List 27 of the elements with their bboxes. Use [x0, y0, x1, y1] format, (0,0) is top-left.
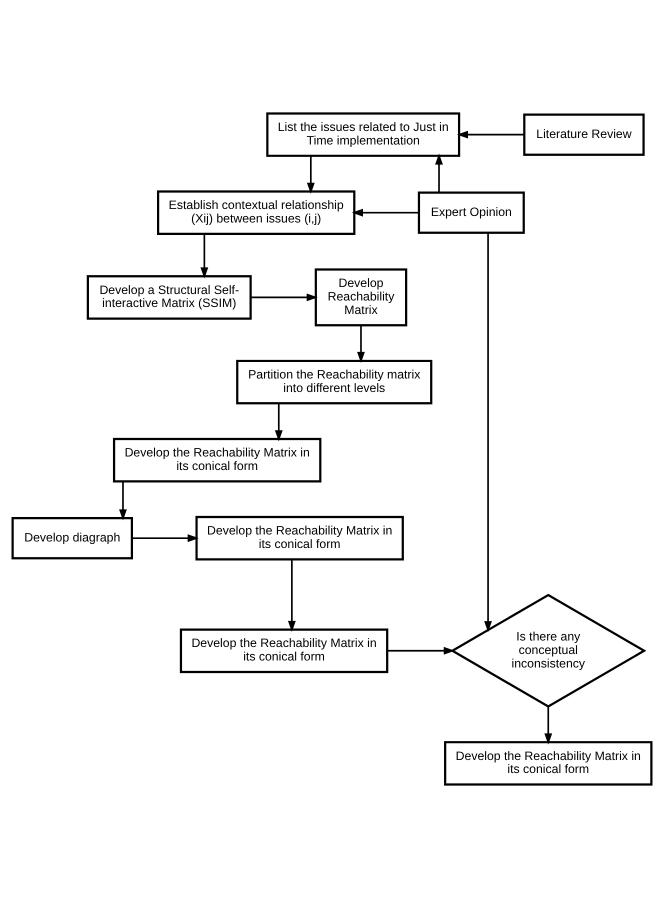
node-box: Literature Review — [523, 113, 645, 156]
node-box: Develop diagraph — [12, 517, 134, 560]
node-diamond: Is there any conceptual inconsistency — [450, 594, 646, 708]
node-box: Develop the Reachability Matrix in its conical form — [112, 438, 322, 482]
arrow — [352, 208, 419, 217]
arrow — [484, 232, 492, 632]
arrow — [456, 130, 524, 139]
arrow — [435, 154, 443, 193]
node-box: Develop a Structural Self-interactive Matrix (SSIM) — [86, 275, 252, 320]
node-box: Develop the Reachability Matrix in its conical form — [444, 741, 652, 786]
arrow — [357, 326, 365, 363]
arrow — [288, 560, 296, 632]
node-box: List the issues related to Just in Time implementation — [266, 112, 460, 157]
node-box: Develop the Reachability Matrix in its conical form — [180, 628, 388, 674]
node-box: Develop Reachability Matrix — [314, 268, 408, 326]
node-box: Expert Opinion — [418, 191, 525, 234]
arrow — [251, 293, 318, 302]
arrow — [387, 646, 455, 655]
arrow — [132, 534, 199, 542]
node-box: Partition the Reachability matrix into different levels — [236, 360, 432, 404]
arrow — [544, 706, 552, 745]
node-box: Establish contextual relationship (Xij) between issues (i,j) — [156, 190, 356, 235]
arrow — [200, 234, 208, 279]
arrow — [306, 156, 315, 194]
arrow — [119, 481, 127, 520]
arrow — [274, 403, 283, 442]
node-box: Develop the Reachability Matrix in its conical form — [195, 516, 404, 560]
